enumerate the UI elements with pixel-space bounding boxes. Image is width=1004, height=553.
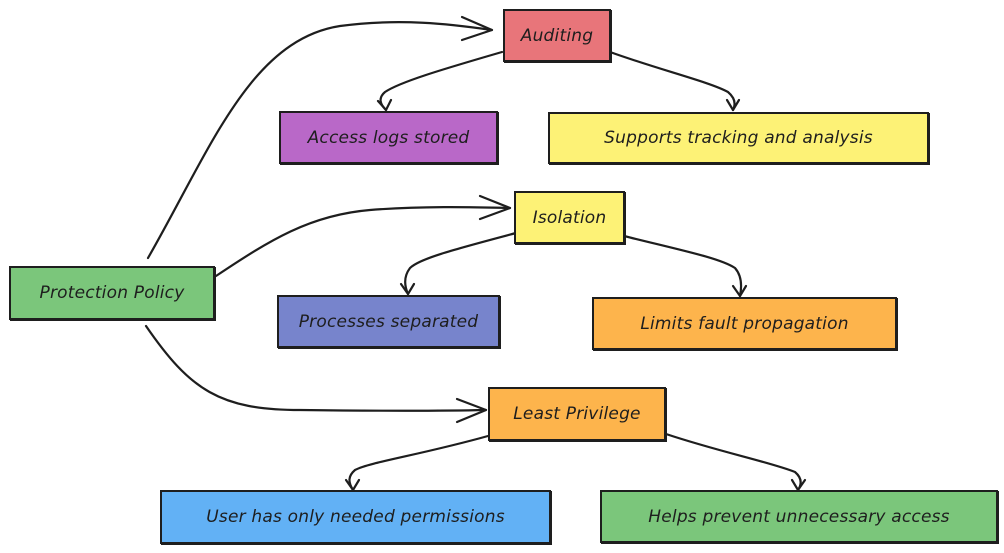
node-limits-fault-propagation[interactable]: Limits fault propagation: [592, 297, 897, 350]
node-helps-prevent-access[interactable]: Helps prevent unnecessary access: [600, 490, 998, 543]
node-processes-separated[interactable]: Processes separated: [277, 295, 500, 348]
edge-root-auditing: [146, 21, 494, 260]
node-label: Supports tracking and analysis: [604, 128, 873, 148]
arrowhead-least-privilege: [455, 397, 488, 424]
node-label: Least Privilege: [513, 404, 641, 424]
arrowhead-processes: [399, 282, 416, 296]
arrowhead-access-logs: [376, 98, 393, 112]
arrowhead-supports-tracking: [725, 98, 741, 112]
arrowhead-isolation: [478, 194, 512, 221]
node-access-logs-stored[interactable]: Access logs stored: [279, 111, 498, 164]
arrowhead-user-permissions: [344, 478, 361, 492]
edge-lp-user-permissions: [348, 434, 490, 492]
node-auditing[interactable]: Auditing: [503, 9, 611, 62]
edge-isolation-limits-fault: [622, 234, 743, 298]
node-supports-tracking[interactable]: Supports tracking and analysis: [548, 112, 929, 164]
edge-auditing-supports-tracking: [608, 50, 736, 112]
arrowhead-limits-fault: [731, 284, 748, 298]
node-label: Auditing: [520, 25, 594, 46]
arrowhead-auditing: [460, 15, 494, 42]
arrowhead-helps-prevent: [790, 478, 807, 492]
node-label: Limits fault propagation: [640, 313, 849, 334]
edge-isolation-processes: [404, 231, 518, 296]
edge-lp-helps-prevent: [664, 432, 802, 492]
node-least-privilege[interactable]: Least Privilege: [488, 387, 666, 441]
node-isolation[interactable]: Isolation: [514, 191, 625, 244]
edge-root-least-privilege: [144, 324, 488, 412]
edge-root-isolation: [214, 206, 512, 278]
node-label: Protection Policy: [39, 283, 185, 303]
node-protection-policy[interactable]: Protection Policy: [9, 266, 215, 320]
node-label: Access logs stored: [307, 127, 470, 148]
edge-auditing-access-logs: [379, 50, 504, 112]
node-label: User has only needed permissions: [206, 507, 505, 527]
node-label: Processes separated: [298, 311, 479, 332]
node-label: Isolation: [532, 207, 607, 228]
node-user-needed-permissions[interactable]: User has only needed permissions: [160, 490, 551, 544]
node-label: Helps prevent unnecessary access: [648, 506, 950, 527]
